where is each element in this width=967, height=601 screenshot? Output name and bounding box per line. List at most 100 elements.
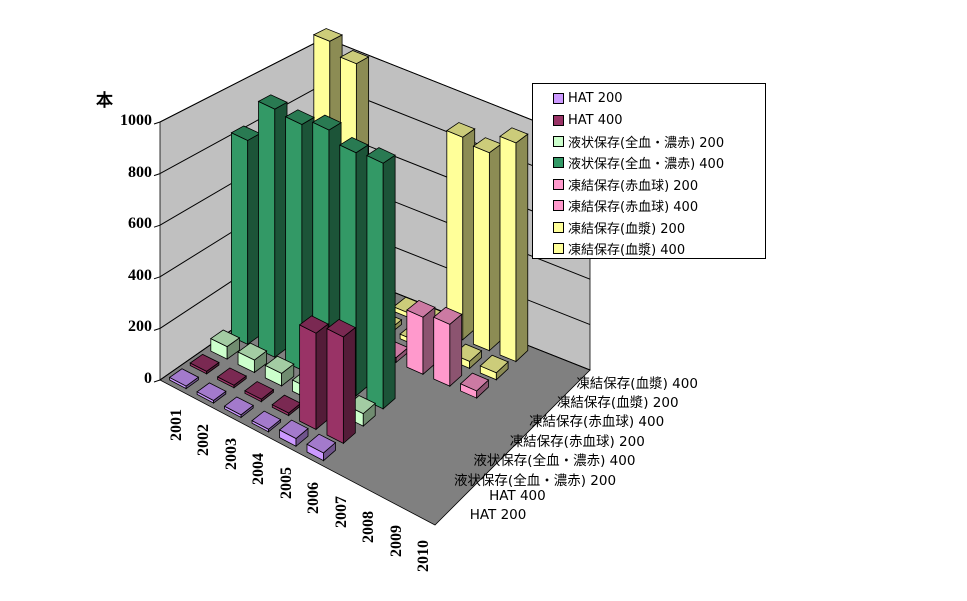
bar-top xyxy=(306,433,337,454)
bar-front xyxy=(499,135,517,363)
legend-item: 凍結保存(血漿) 200 xyxy=(553,216,765,237)
x-tick-label: 2004 xyxy=(250,452,268,485)
bar-top xyxy=(338,136,369,154)
bar-front xyxy=(258,100,276,358)
bar-front xyxy=(406,309,424,375)
bar-side xyxy=(422,306,436,376)
legend-item: 凍結保存(赤血球) 200 xyxy=(553,174,765,195)
y-tick-label: 1000 xyxy=(120,112,152,129)
y-tick-label: 400 xyxy=(128,266,152,284)
unit-label: 本 xyxy=(96,91,113,110)
bar-top xyxy=(264,355,295,374)
series-axis-label: 凍結保存(血漿) 400 xyxy=(576,375,698,392)
series-axis-label: 液状保存(全血・濃赤) 200 xyxy=(453,472,617,489)
bar-side xyxy=(382,154,396,410)
bar-top xyxy=(223,396,254,416)
bar-side xyxy=(315,323,329,431)
bar-top xyxy=(196,382,227,401)
bar-top xyxy=(278,419,309,440)
bar-top xyxy=(499,127,529,144)
legend-item: HAT 200 xyxy=(553,88,765,109)
bar-top xyxy=(406,299,436,318)
bar-top xyxy=(216,367,247,386)
bar-top xyxy=(251,410,282,430)
series-axis-label: 凍結保存(赤血球) 200 xyxy=(509,433,645,450)
x-tick-label: 2005 xyxy=(277,467,295,500)
legend-swatch xyxy=(553,221,564,233)
x-tick-label: 2002 xyxy=(195,423,213,456)
legend-item: 凍結保存(赤血球) 400 xyxy=(553,195,765,216)
bar-top xyxy=(168,368,200,387)
bar-side xyxy=(488,143,502,352)
legend-swatch xyxy=(553,200,564,212)
bar-front xyxy=(433,316,451,387)
y-tick-label: 200 xyxy=(128,318,152,336)
series-axis-label: 凍結保存(赤血球) 400 xyxy=(529,414,665,431)
y-tick-mark xyxy=(153,173,161,177)
bar-top xyxy=(326,318,357,338)
x-tick-label: 2007 xyxy=(332,496,350,529)
legend-item: 液状保存(全血・濃赤) 200 xyxy=(553,131,765,152)
legend-swatch xyxy=(553,93,564,105)
legend-label: 液状保存(全血・濃赤) 400 xyxy=(568,157,725,173)
bar-side xyxy=(462,128,476,341)
legend-item: 凍結保存(血漿) 400 xyxy=(553,238,765,259)
legend-label: 凍結保存(赤血球) 400 xyxy=(568,200,699,216)
bar-top xyxy=(432,306,463,325)
y-tick-mark xyxy=(153,121,161,125)
bar-side xyxy=(342,326,356,445)
bar-side xyxy=(449,313,463,388)
bar-front xyxy=(231,132,249,345)
bar-top xyxy=(312,28,344,42)
legend-swatch xyxy=(553,242,564,254)
legend-label: 凍結保存(血漿) 200 xyxy=(568,221,686,237)
x-tick-label: 2006 xyxy=(305,481,323,514)
bar-front xyxy=(473,145,490,352)
bar-top xyxy=(284,109,315,125)
bar-top xyxy=(210,329,241,348)
legend-label: HAT 200 xyxy=(568,91,623,107)
bar-top xyxy=(445,122,476,138)
bar-side xyxy=(355,144,369,397)
y-tick-mark xyxy=(153,379,161,383)
series-axis-label: HAT 200 xyxy=(469,507,527,524)
series-axis-label: HAT 400 xyxy=(489,487,546,504)
legend-label: HAT 400 xyxy=(568,112,623,128)
bar-top xyxy=(244,381,275,400)
bar-side xyxy=(274,101,288,359)
y-tick-mark xyxy=(153,276,161,280)
y-tick-label: 600 xyxy=(128,215,152,233)
legend-label: 凍結保存(血漿) 400 xyxy=(568,242,686,258)
legend-item: HAT 400 xyxy=(553,109,765,130)
legend-swatch xyxy=(553,157,564,169)
y-tick-mark xyxy=(153,224,161,228)
y-tick-label: 0 xyxy=(144,370,152,387)
bar-top xyxy=(257,94,288,110)
bar-front xyxy=(299,324,317,431)
bar-top xyxy=(366,147,396,164)
legend-swatch xyxy=(553,178,564,190)
bar-top xyxy=(189,353,220,372)
x-tick-label: 2010 xyxy=(415,539,433,572)
bar-top xyxy=(459,372,490,392)
legend-swatch xyxy=(553,114,564,126)
bar-front xyxy=(446,130,464,341)
bar-side xyxy=(515,133,529,363)
series-axis-label: 液状保存(全血・濃赤) 400 xyxy=(473,453,636,470)
bar-top xyxy=(311,114,342,131)
y-tick-label: 800 xyxy=(128,163,152,181)
legend-swatch xyxy=(553,135,564,147)
legend-label: 凍結保存(赤血球) 200 xyxy=(568,178,699,194)
bar-front xyxy=(326,327,344,445)
series-axis-label: 凍結保存(血漿) 200 xyxy=(556,395,679,412)
legend-item: 液状保存(全血・濃赤) 400 xyxy=(553,152,765,173)
gridline xyxy=(159,37,326,123)
bar-top xyxy=(339,50,370,65)
x-tick-label: 2008 xyxy=(360,510,378,543)
y-tick-mark xyxy=(153,327,161,331)
bar-top xyxy=(479,354,509,374)
x-tick-label: 2003 xyxy=(222,438,240,471)
